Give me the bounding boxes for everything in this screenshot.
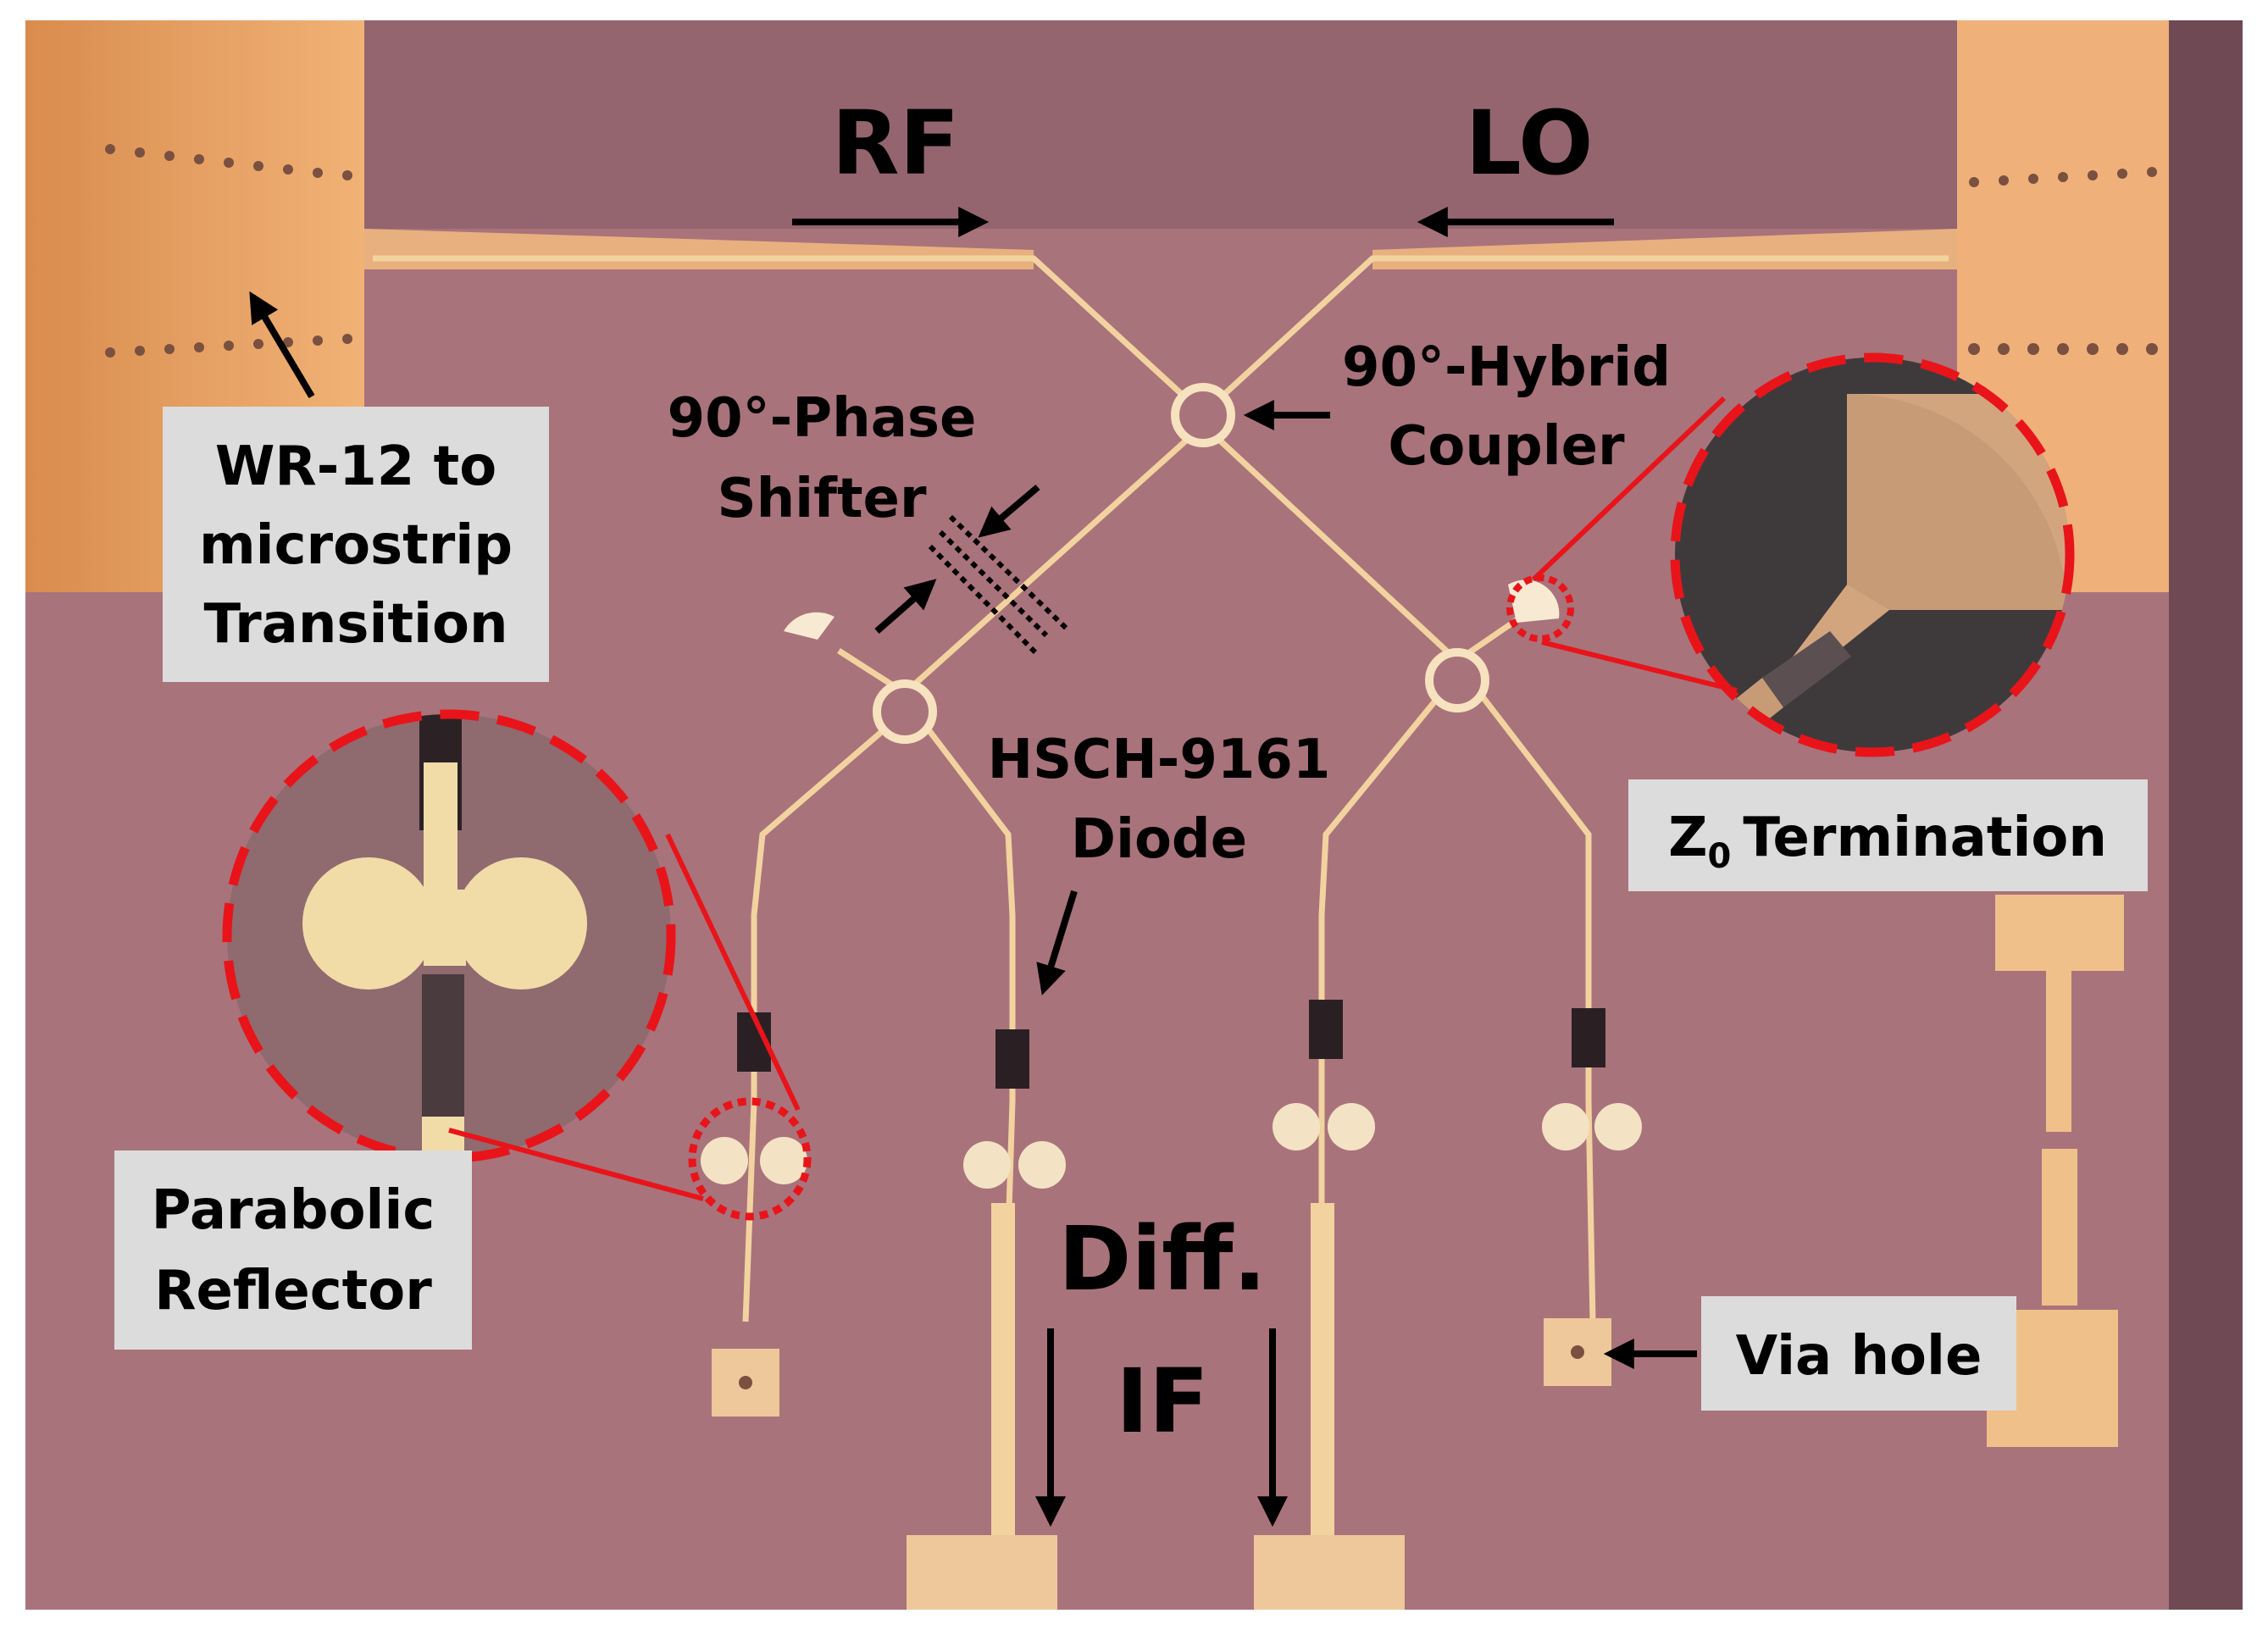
diode-label-line2: Diode xyxy=(1071,808,1247,871)
phase-label-line1: 90°-Phase xyxy=(668,387,977,450)
left-target-dotted-circle xyxy=(688,1097,812,1221)
lo-label: LO xyxy=(1466,91,1594,195)
reflector-box xyxy=(114,1150,472,1350)
phase-arrow-upper xyxy=(978,484,1040,538)
hybrid-label-line1: 90°-Hybrid xyxy=(1342,336,1671,399)
diode-arrow xyxy=(1036,890,1078,995)
left-zoom-inset xyxy=(222,709,812,1221)
via-rows xyxy=(105,144,2158,358)
bond-pads xyxy=(712,1318,1611,1610)
termination-sub: 0 xyxy=(1708,837,1732,876)
reflector-pads xyxy=(701,1103,1642,1189)
right-side-structure xyxy=(1987,895,2124,1447)
phase-shifter-marker xyxy=(928,514,1070,655)
via-callout: Via hole xyxy=(1701,1296,2016,1411)
diodes xyxy=(737,1000,1605,1089)
radial-stub-left xyxy=(784,612,835,640)
right-dark-edge xyxy=(2169,20,2243,1610)
transition-line2: microstrip xyxy=(199,514,513,577)
left-leader-upper xyxy=(665,833,801,1112)
right-leader-lower xyxy=(1541,640,1738,693)
transition-callout: WR-12 to microstrip Transition xyxy=(163,407,549,682)
ring-resonators xyxy=(873,383,1489,744)
via-box xyxy=(1701,1296,2016,1411)
if-label-line2: IF xyxy=(1116,1350,1209,1453)
termination-text: Termination xyxy=(1743,807,2107,869)
termination-callout: Z0 Termination xyxy=(1628,779,2148,891)
right-zoom-inset xyxy=(1506,352,2075,757)
transition-line1: WR-12 to xyxy=(215,435,496,498)
phase-label-line2: Shifter xyxy=(718,468,927,530)
annotation-arrows xyxy=(249,207,1697,1527)
left-leader-lower xyxy=(448,1128,704,1201)
microstrip-network xyxy=(373,255,1949,1509)
if-lines xyxy=(991,1203,1334,1542)
via-label: Via hole xyxy=(1736,1325,1982,1388)
rf-label: RF xyxy=(831,91,959,195)
radial-stub-right xyxy=(1508,579,1560,623)
right-inset-dashed-border xyxy=(1670,352,2075,757)
right-leader-upper xyxy=(1531,396,1727,582)
if-label-line1: Diff. xyxy=(1058,1207,1267,1311)
phase-arrow-lower xyxy=(874,579,937,635)
transition-arrow xyxy=(249,291,315,399)
transition-box xyxy=(163,407,549,682)
reflector-callout: Parabolic Reflector xyxy=(114,1150,472,1350)
hybrid-label-line2: Coupler xyxy=(1388,415,1625,478)
diode-label-line1: HSCH-9161 xyxy=(988,729,1331,791)
termination-box xyxy=(1628,779,2148,891)
reflector-line2: Reflector xyxy=(154,1260,432,1322)
reflector-line1: Parabolic xyxy=(152,1179,435,1242)
termination-z: Z xyxy=(1668,807,1707,869)
right-target-dotted-circle xyxy=(1506,574,1574,642)
termination-label: Z0 Termination xyxy=(1668,807,2107,876)
transition-line3: Transition xyxy=(203,593,507,656)
via-holes xyxy=(739,1345,1584,1389)
